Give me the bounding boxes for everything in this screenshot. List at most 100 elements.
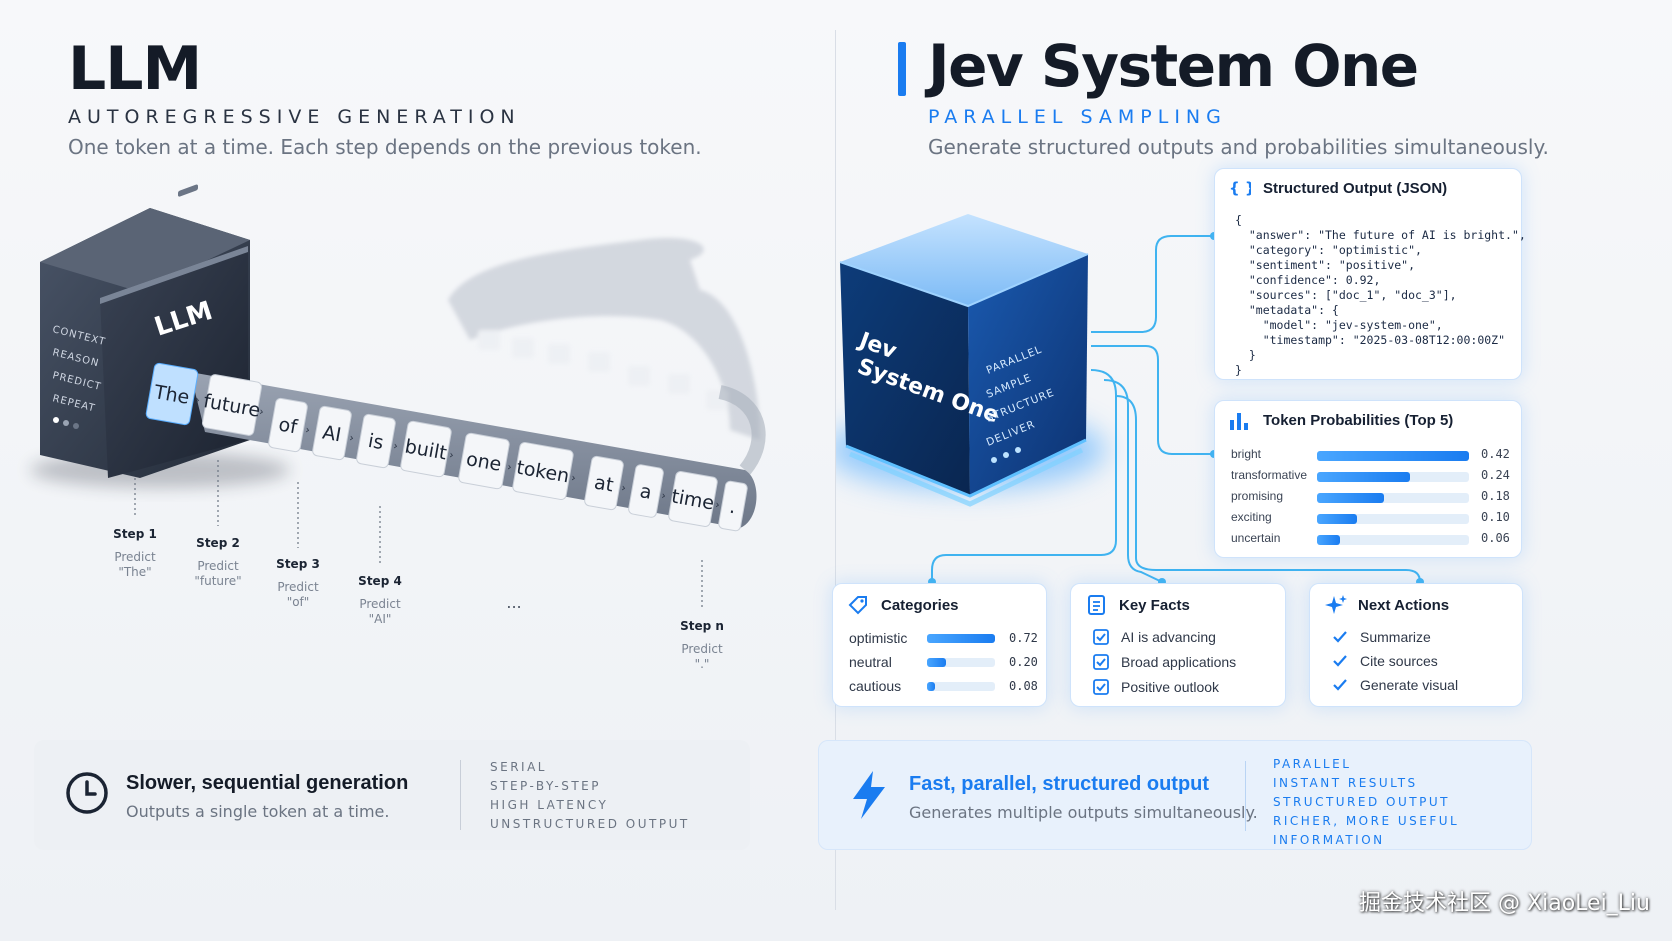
token-tile: The› xyxy=(145,362,201,426)
category-row: optimistic 0.72 xyxy=(849,628,1049,650)
arrow-right-icon: › xyxy=(570,471,577,485)
category-value: 0.08 xyxy=(1009,679,1038,693)
action-label: Generate visual xyxy=(1360,677,1459,693)
step-2-word: "future" xyxy=(194,574,241,588)
jev-trait: STRUCTURED OUTPUT xyxy=(1273,795,1450,809)
next-actions-card: Next Actions Summarize Cite sources Gene… xyxy=(1309,583,1523,707)
token-tile: is› xyxy=(356,413,399,469)
cube-dot xyxy=(1015,447,1021,453)
prob-bar-track xyxy=(1317,451,1469,461)
jev-summary-divider xyxy=(1245,761,1246,831)
category-label: optimistic xyxy=(849,630,908,646)
json-card-title: Structured Output (JSON) xyxy=(1263,180,1448,197)
token-text: of xyxy=(277,414,300,439)
lightning-icon xyxy=(853,771,885,819)
arrow-right-icon: › xyxy=(714,498,721,512)
category-label: cautious xyxy=(849,678,902,694)
distant-tape xyxy=(448,238,760,440)
llm-summary-sub: Outputs a single token at a time. xyxy=(126,802,390,821)
llm-description: One token at a time. Each step depends o… xyxy=(68,135,702,159)
jev-subtitle: PARALLEL SAMPLING xyxy=(928,106,1227,128)
prob-bar-track xyxy=(1317,472,1469,482)
prob-bar-track xyxy=(1317,514,1469,524)
step-1-label: Step 1 xyxy=(113,527,157,541)
key-facts-title: Key Facts xyxy=(1119,597,1190,614)
category-bar-track xyxy=(927,682,995,691)
llm-trait: HIGH LATENCY xyxy=(490,798,609,812)
next-actions-title: Next Actions xyxy=(1358,597,1450,614)
token-tile: one› xyxy=(458,432,513,490)
step-n-label: Step n xyxy=(680,619,724,633)
jev-summary-sub: Generates multiple outputs simultaneousl… xyxy=(909,803,1258,822)
panel-divider xyxy=(835,30,836,910)
token-tile: at› xyxy=(584,455,627,511)
step-1-predict: Predict xyxy=(114,550,156,564)
fact-label: Broad applications xyxy=(1121,654,1237,670)
step-4-word: "AI" xyxy=(369,612,392,626)
prob-value: 0.42 xyxy=(1481,447,1510,461)
jev-trait: PARALLEL xyxy=(1273,757,1352,771)
step-3-predict: Predict xyxy=(277,580,319,594)
arrow-right-icon: › xyxy=(348,431,355,445)
llm-summary-box: Slower, sequential generation Outputs a … xyxy=(34,740,750,850)
prob-bar-fill xyxy=(1317,514,1357,524)
prob-bar-fill xyxy=(1317,493,1384,503)
prob-bar-track xyxy=(1317,493,1469,503)
clock-icon xyxy=(66,772,108,814)
prob-token: exciting xyxy=(1231,510,1272,524)
jev-traits: PARALLEL INSTANT RESULTS STRUCTURED OUTP… xyxy=(1273,755,1531,850)
arrow-right-icon: › xyxy=(660,489,667,503)
llm-illustration: LLM CONTEXT REASON PREDICT REPEAT The›fu… xyxy=(30,184,766,671)
prob-bar-fill xyxy=(1317,535,1340,545)
step-3-label: Step 3 xyxy=(276,557,320,571)
step-2-label: Step 2 xyxy=(196,536,240,550)
jev-cube xyxy=(839,214,1089,507)
token-tile: token› xyxy=(512,441,577,501)
token-text: a xyxy=(638,480,653,504)
category-label: neutral xyxy=(849,654,892,670)
bar-chart-icon xyxy=(1230,413,1248,430)
checkbox-icon xyxy=(1093,629,1109,645)
token-tile: . xyxy=(718,480,748,532)
prob-card-title: Token Probabilities (Top 5) xyxy=(1263,412,1454,429)
category-bar-fill xyxy=(927,658,947,667)
jev-trait: INSTANT RESULTS xyxy=(1273,776,1418,790)
arrow-right-icon: › xyxy=(506,460,513,474)
llm-trait: UNSTRUCTURED OUTPUT xyxy=(490,817,690,831)
token-text: AI xyxy=(321,422,343,447)
category-value: 0.72 xyxy=(1009,631,1038,645)
svg-text:{ }: { } xyxy=(1229,179,1251,197)
prob-token: transformative xyxy=(1231,468,1308,482)
step-3-word: "of" xyxy=(287,595,310,609)
document-icon xyxy=(1088,595,1105,615)
llm-traits: SERIAL STEP-BY-STEP HIGH LATENCY UNSTRUC… xyxy=(490,758,690,834)
arrow-right-icon: › xyxy=(194,393,201,407)
jev-description: Generate structured outputs and probabil… xyxy=(928,135,1549,159)
prob-token: promising xyxy=(1231,489,1284,503)
title-accent-bar xyxy=(898,42,906,96)
prob-value: 0.18 xyxy=(1481,489,1510,503)
category-bar-track xyxy=(927,658,995,667)
category-row: cautious 0.08 xyxy=(849,676,1049,698)
llm-trait: SERIAL xyxy=(490,760,547,774)
llm-summary-headline: Slower, sequential generation xyxy=(126,772,409,794)
chip-dot xyxy=(63,420,69,426)
jev-summary-box: Fast, parallel, structured output Genera… xyxy=(818,740,1532,850)
action-label: Cite sources xyxy=(1360,653,1438,669)
token-tile: AI › xyxy=(312,405,355,461)
llm-trait: STEP-BY-STEP xyxy=(490,779,601,793)
sparkle-icon xyxy=(1325,595,1347,614)
token-tiles: The›future›of›AI›is›built›one›token›at›a… xyxy=(145,362,748,532)
category-bar-track xyxy=(927,634,995,643)
step-4-label: Step 4 xyxy=(358,574,402,588)
checkbox-icon xyxy=(1093,654,1109,670)
token-tile: time› xyxy=(668,471,721,527)
prob-row: promising 0.18 xyxy=(1231,487,1521,507)
check-icon xyxy=(1333,655,1347,667)
token-text: at xyxy=(593,471,616,496)
steps-ellipsis: ... xyxy=(506,593,521,612)
prob-bar-track xyxy=(1317,535,1469,545)
